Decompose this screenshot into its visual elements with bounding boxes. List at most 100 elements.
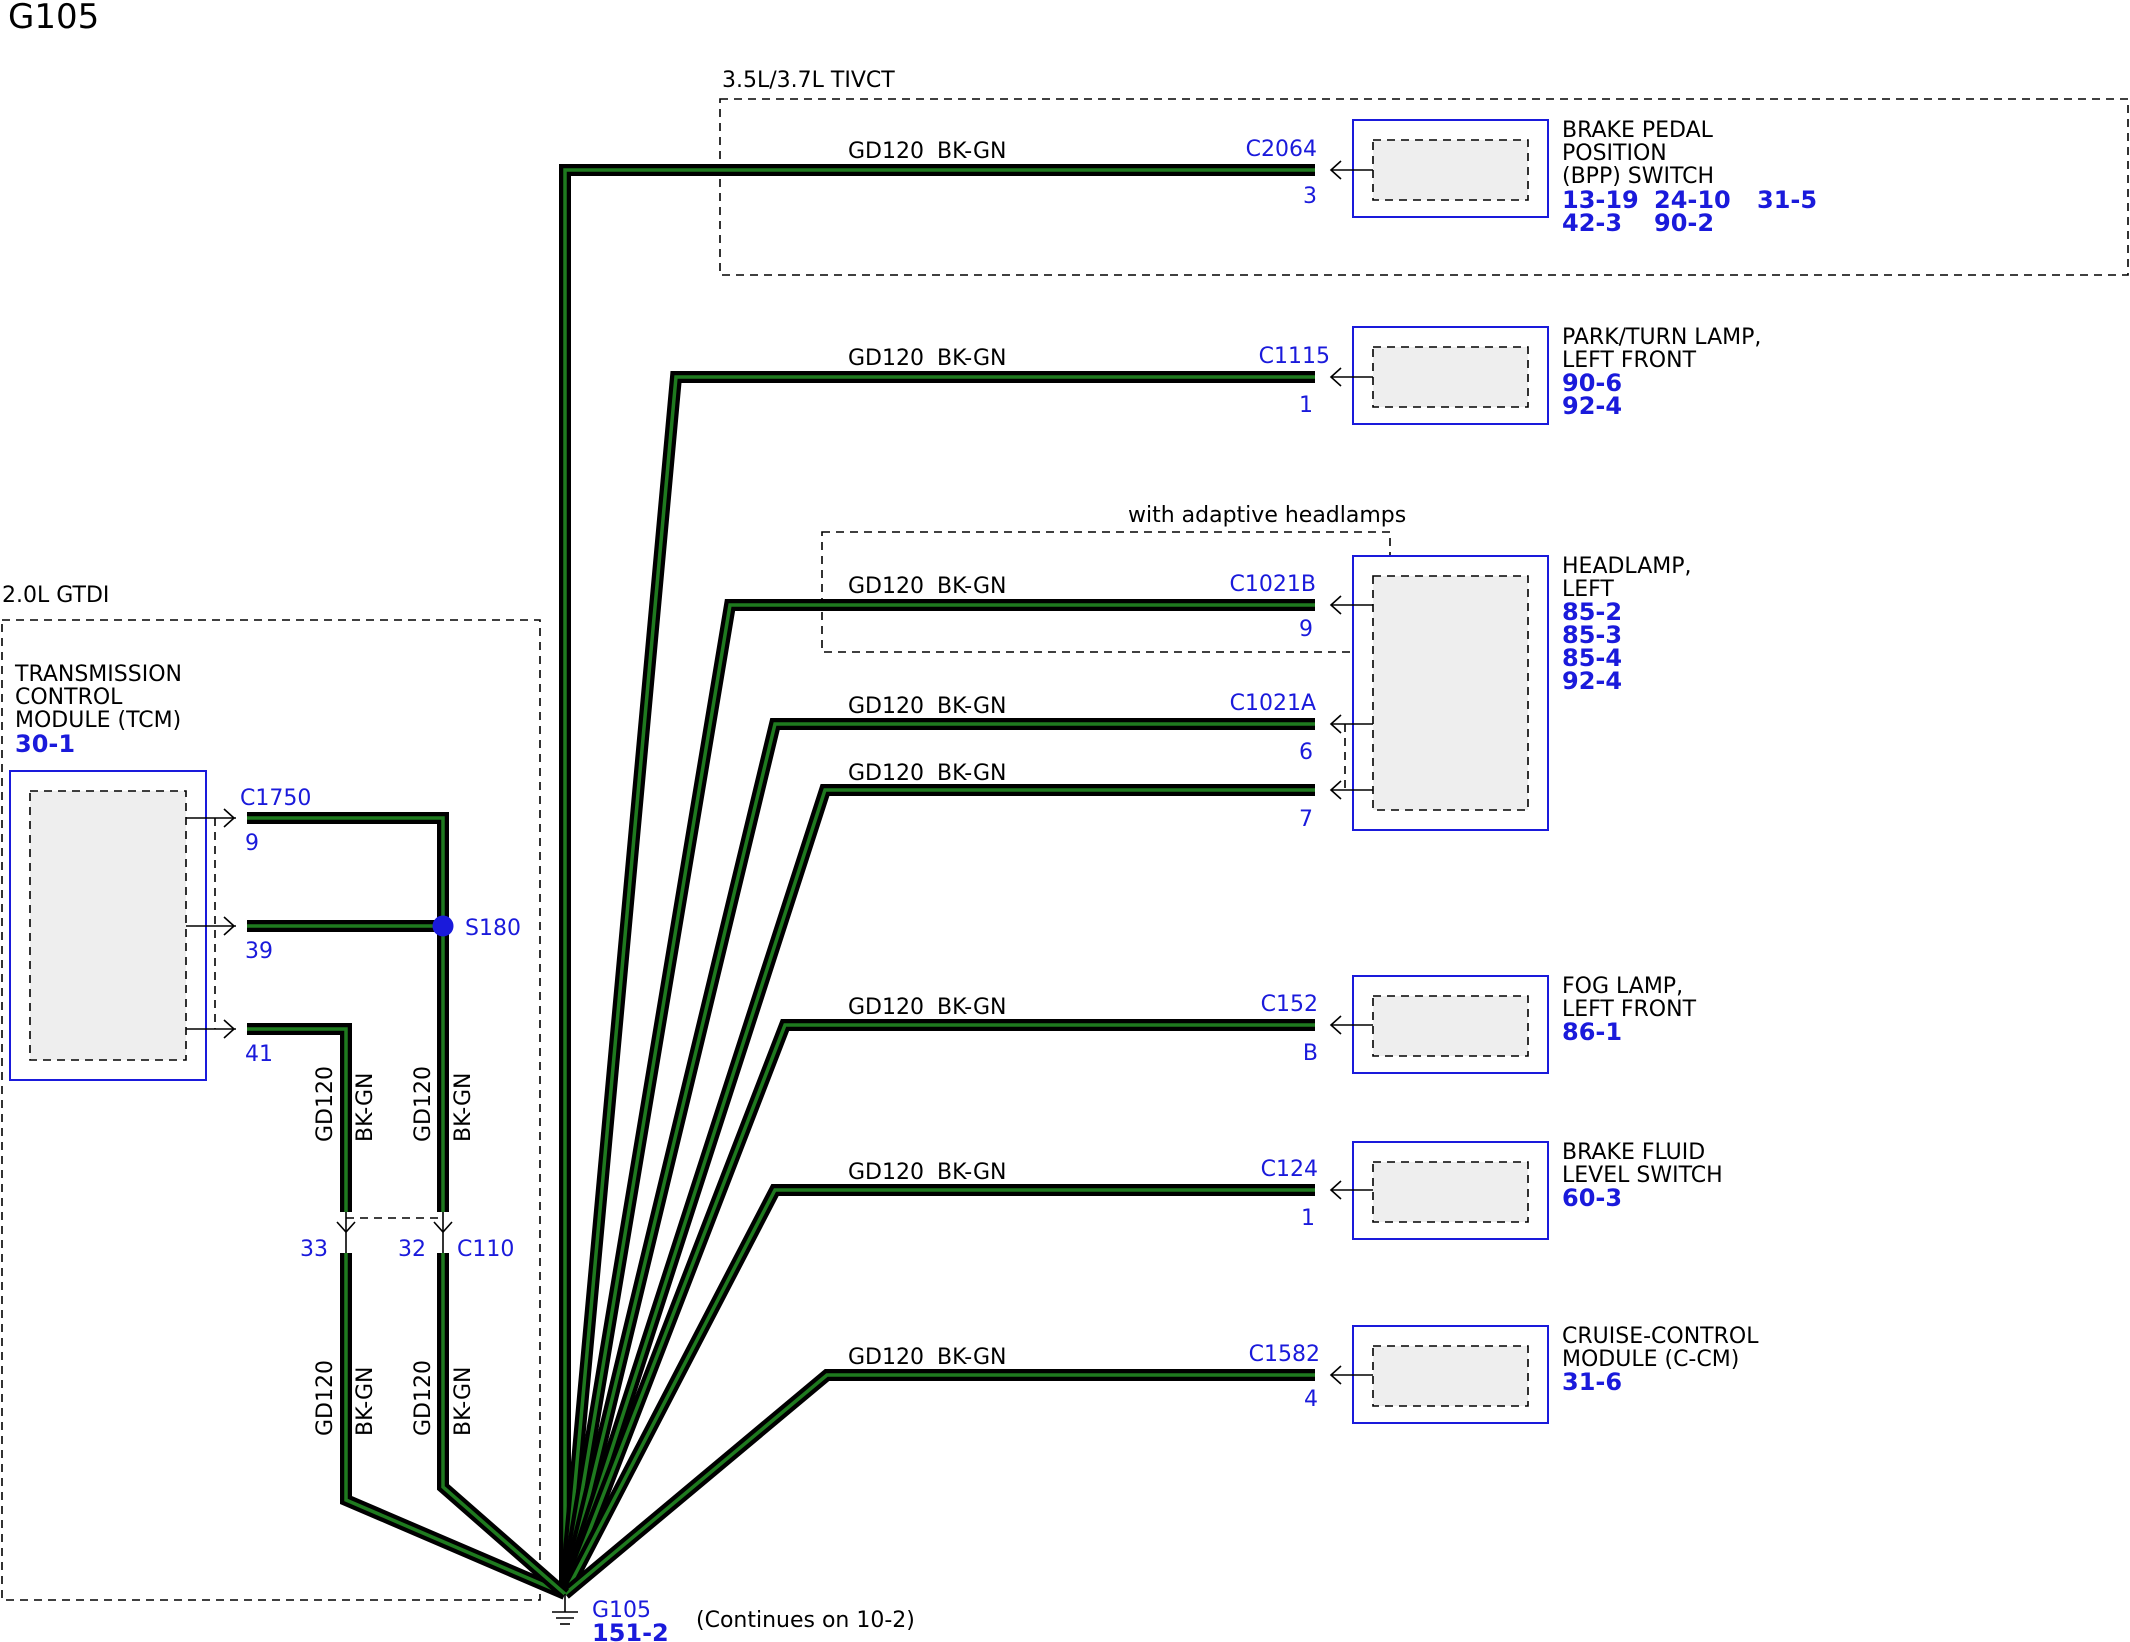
wire-group xyxy=(247,164,1315,1600)
wire-circuit-label: GD120 xyxy=(848,346,924,371)
component-name-line: HEADLAMP, xyxy=(1562,554,1692,579)
component-name-line: LEFT FRONT xyxy=(1562,348,1697,373)
wire-labels: GD120 BK-GN GD120 BK-GN GD120 BK-GN GD12… xyxy=(848,139,1006,1370)
page-ref-link[interactable]: 85-4 xyxy=(1562,644,1622,672)
page-ref-link[interactable]: 85-3 xyxy=(1562,621,1622,649)
component-name-line: LEFT xyxy=(1562,577,1614,602)
inline-connector-c110: 33 32 C110 xyxy=(300,1212,514,1262)
wire-color-label: BK-GN xyxy=(937,694,1006,719)
splice-s180: S180 xyxy=(432,915,521,941)
component-headlamp-left[interactable]: C1021B 9 C1021A 6 7 HEADLAMP, LEFT 85-2 … xyxy=(1230,554,1692,832)
page-ref-link[interactable]: 85-2 xyxy=(1562,598,1622,626)
page-ref-link[interactable]: 13-19 xyxy=(1562,186,1639,214)
wire-color-label: BK-GN xyxy=(451,1073,476,1142)
component-name-line: LEVEL SWITCH xyxy=(1562,1163,1723,1188)
component-name-line: MODULE (TCM) xyxy=(15,708,181,733)
wire-color-label: BK-GN xyxy=(451,1367,476,1436)
page-ref-link[interactable]: 90-2 xyxy=(1654,209,1714,237)
ground-id: G105 xyxy=(592,1598,651,1623)
connector-pin: 32 xyxy=(398,1237,426,1262)
component-tcm[interactable]: TRANSMISSION CONTROL MODULE (TCM) 30-1 C… xyxy=(9,662,311,1081)
component-name-line: CONTROL xyxy=(15,685,123,710)
wire-circuit-label: GD120 xyxy=(848,1160,924,1185)
component-brake-fluid-switch[interactable]: C124 1 BRAKE FLUID LEVEL SWITCH 60-3 xyxy=(1261,1140,1723,1240)
region-label-20: 2.0L GTDI xyxy=(2,583,109,608)
connector-pin: 3 xyxy=(1303,184,1317,209)
component-park-turn-lamp[interactable]: C1115 1 PARK/TURN LAMP, LEFT FRONT 90-6 … xyxy=(1259,325,1762,425)
page-ref-link[interactable]: 31-6 xyxy=(1562,1368,1622,1396)
page-ref-link[interactable]: 86-1 xyxy=(1562,1018,1622,1046)
wire-circuit-label: GD120 xyxy=(848,761,924,786)
connector-pin: 33 xyxy=(300,1237,328,1262)
component-name-line: (BPP) SWITCH xyxy=(1562,164,1714,189)
connector-pin: 39 xyxy=(245,939,273,964)
connector-id: C1750 xyxy=(240,786,311,811)
splice-dot xyxy=(432,915,454,937)
component-name-line: TRANSMISSION xyxy=(14,662,182,687)
wire-color-label: BK-GN xyxy=(937,574,1006,599)
continuation-note: (Continues on 10-2) xyxy=(696,1608,915,1633)
region-label-adaptive: with adaptive headlamps xyxy=(1128,503,1406,528)
page-ref-link[interactable]: 90-6 xyxy=(1562,369,1622,397)
wire-circuit-label: GD120 xyxy=(313,1360,338,1436)
component-name-line: CRUISE-CONTROL xyxy=(1562,1324,1759,1349)
page-ref-link[interactable]: 60-3 xyxy=(1562,1184,1622,1212)
connector-pin: 7 xyxy=(1299,807,1313,832)
wire-circuit-label: GD120 xyxy=(848,139,924,164)
component-name-line: LEFT FRONT xyxy=(1562,997,1697,1022)
wire-circuit-label: GD120 xyxy=(848,574,924,599)
page-title: G105 xyxy=(8,0,99,37)
page-ref-link[interactable]: 31-5 xyxy=(1757,186,1817,214)
connector-pin: B xyxy=(1303,1041,1318,1066)
component-name-line: PARK/TURN LAMP, xyxy=(1562,325,1761,350)
wire-color-label: BK-GN xyxy=(937,139,1006,164)
wire-color-label: BK-GN xyxy=(353,1073,378,1142)
page-ref-link[interactable]: 42-3 xyxy=(1562,209,1622,237)
connector-pin: 1 xyxy=(1299,393,1313,418)
wire-circuit-label: GD120 xyxy=(313,1066,338,1142)
connector-pin: 41 xyxy=(245,1042,273,1067)
connector-pin: 9 xyxy=(245,831,259,856)
region-label-35-37: 3.5L/3.7L TIVCT xyxy=(722,68,895,93)
page-ref-link[interactable]: 92-4 xyxy=(1562,667,1622,695)
ground-g105: G105 151-2 (Continues on 10-2) xyxy=(552,1594,915,1642)
page-ref-link[interactable]: 30-1 xyxy=(15,730,75,758)
connector-id: C110 xyxy=(457,1237,514,1262)
wire-circuit-label: GD120 xyxy=(848,995,924,1020)
wire-color-label: BK-GN xyxy=(353,1367,378,1436)
wire-color-label: BK-GN xyxy=(937,1160,1006,1185)
connector-id: C152 xyxy=(1261,992,1318,1017)
connector-pin: 6 xyxy=(1299,740,1313,765)
component-name-line: BRAKE FLUID xyxy=(1562,1140,1705,1165)
wire-labels-vertical: GD120 BK-GN GD120 BK-GN GD120 BK-GN GD12… xyxy=(313,1066,476,1436)
component-name-line: BRAKE PEDAL xyxy=(1562,118,1714,143)
region-adaptive-headlamps: with adaptive headlamps xyxy=(821,503,1406,653)
connector-id: C2064 xyxy=(1246,137,1317,162)
connector-pin: 4 xyxy=(1304,1387,1318,1412)
component-fog-lamp[interactable]: C152 B FOG LAMP, LEFT FRONT 86-1 xyxy=(1261,974,1697,1074)
splice-label: S180 xyxy=(465,916,521,941)
connector-id: C1021B xyxy=(1230,572,1316,597)
wire-circuit-label: GD120 xyxy=(848,694,924,719)
page-ref-link[interactable]: 151-2 xyxy=(592,1619,669,1642)
page-ref-link[interactable]: 92-4 xyxy=(1562,392,1622,420)
wire-circuit-label: GD120 xyxy=(848,1345,924,1370)
wire-color-label: BK-GN xyxy=(937,995,1006,1020)
connector-pin: 9 xyxy=(1299,617,1313,642)
region-20-gtdi: 2.0L GTDI xyxy=(1,583,541,1601)
wire-color-label: BK-GN xyxy=(937,761,1006,786)
page-ref-link[interactable]: 24-10 xyxy=(1654,186,1731,214)
component-cruise-control-module[interactable]: C1582 4 CRUISE-CONTROL MODULE (C-CM) 31-… xyxy=(1249,1324,1760,1424)
connector-id: C1115 xyxy=(1259,344,1330,369)
connector-id: C1582 xyxy=(1249,1342,1320,1367)
component-name-line: POSITION xyxy=(1562,141,1667,166)
component-name-line: FOG LAMP, xyxy=(1562,974,1683,999)
connector-pin: 1 xyxy=(1301,1206,1315,1231)
wire-circuit-label: GD120 xyxy=(411,1360,436,1436)
connector-id: C1021A xyxy=(1230,691,1316,716)
wire-color-label: BK-GN xyxy=(937,346,1006,371)
region-35-37-tivct: 3.5L/3.7L TIVCT xyxy=(719,68,2129,276)
wire-color-label: BK-GN xyxy=(937,1345,1006,1370)
component-bpp-switch[interactable]: C2064 3 BRAKE PEDAL POSITION (BPP) SWITC… xyxy=(1246,118,1817,237)
